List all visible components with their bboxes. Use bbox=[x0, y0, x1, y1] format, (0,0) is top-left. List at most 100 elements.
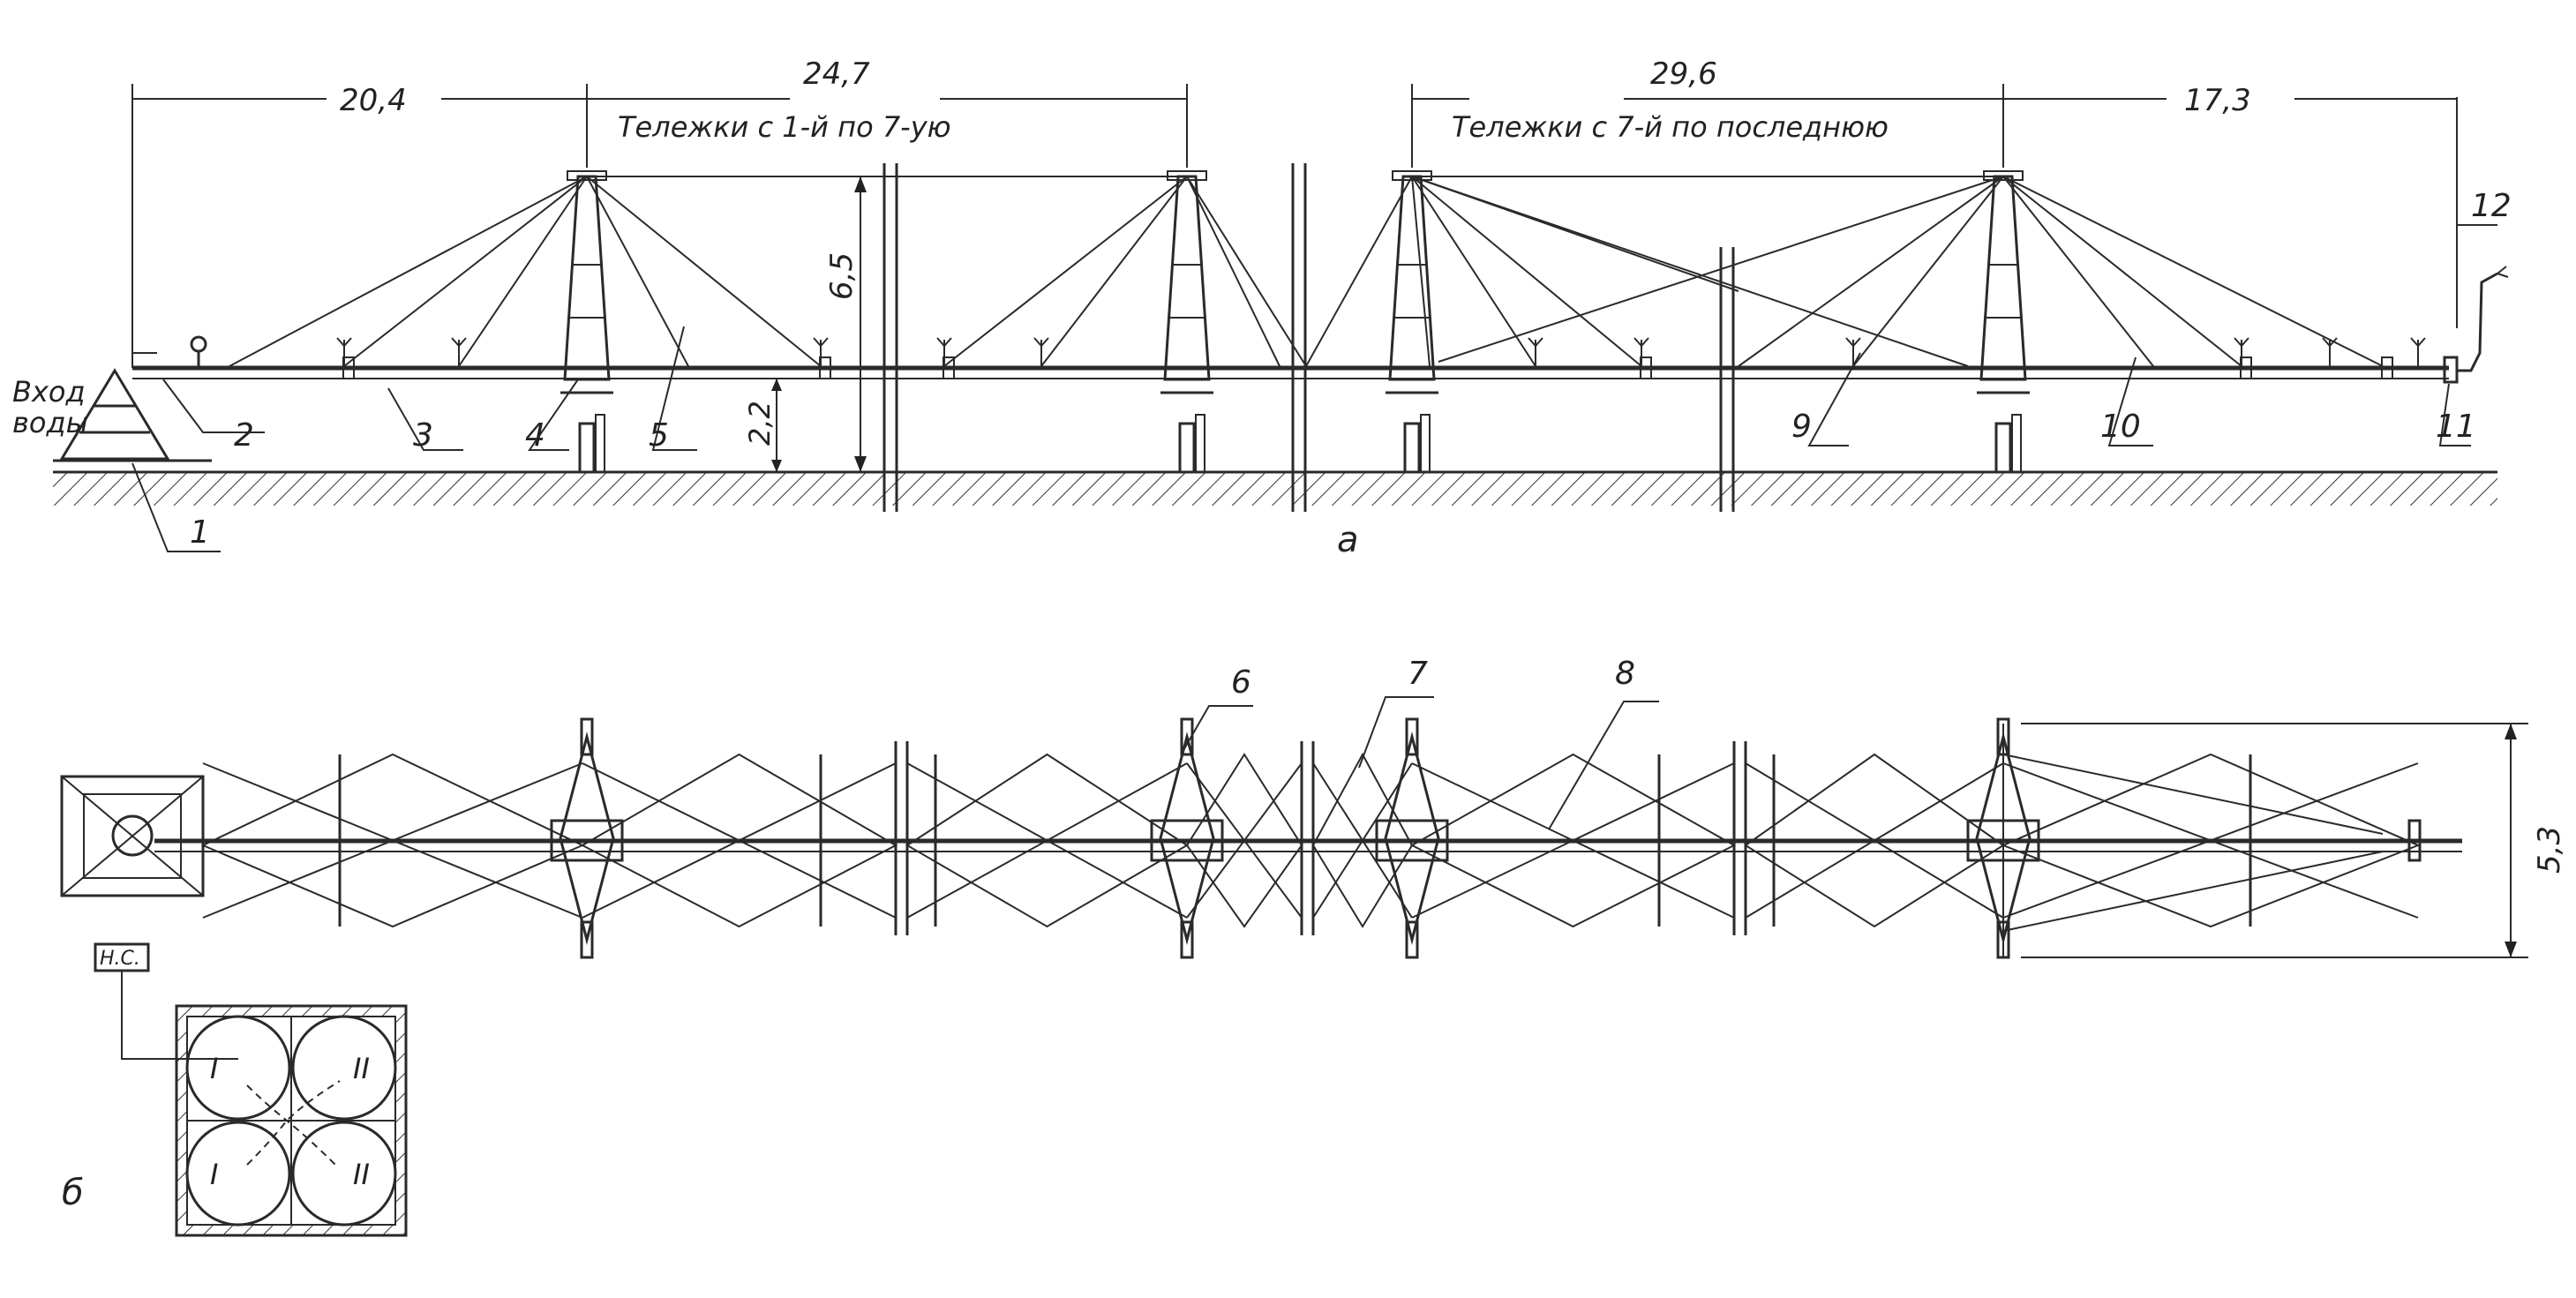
zone-circle-1 bbox=[185, 1015, 291, 1121]
truss-outline bbox=[580, 753, 898, 928]
plan-cart-3 bbox=[1375, 717, 1449, 959]
guy-cable bbox=[1186, 176, 1280, 367]
nozzle-head bbox=[1845, 337, 1861, 348]
cart-hub bbox=[550, 819, 624, 862]
zone-circle-3 bbox=[185, 1121, 291, 1227]
tower-wheel bbox=[1178, 422, 1196, 474]
truss-outline bbox=[1409, 753, 1737, 928]
cart-wheel bbox=[1180, 717, 1194, 756]
plan-end-cap bbox=[2407, 819, 2422, 862]
guy-cable bbox=[1411, 176, 1536, 367]
truss-outline bbox=[2001, 753, 2421, 928]
callout-10: 10 bbox=[2100, 409, 2141, 445]
pipe-coupling bbox=[2240, 356, 2252, 379]
callout-2: 2 bbox=[234, 417, 254, 454]
truss-diagonal bbox=[1312, 762, 1413, 919]
tower-frame bbox=[1979, 175, 2027, 381]
detail-b bbox=[94, 942, 408, 1237]
pipe-coupling bbox=[943, 356, 955, 379]
guy-cable bbox=[2002, 176, 2384, 367]
guy-cable bbox=[943, 176, 1188, 367]
callout-5: 5 bbox=[649, 417, 669, 454]
guy-cable bbox=[1040, 176, 1188, 367]
tower-leg bbox=[595, 414, 605, 473]
truss-diagonal bbox=[2002, 762, 2419, 919]
guy-cable bbox=[229, 176, 588, 367]
tower-leg bbox=[1420, 414, 1431, 473]
cart-wheel bbox=[580, 920, 594, 959]
part-label-a: а bbox=[1337, 520, 1359, 560]
plan-carts bbox=[550, 717, 2384, 959]
tower-2 bbox=[1160, 170, 1213, 474]
cart-frame bbox=[1384, 732, 1440, 945]
plan-cart-1 bbox=[550, 717, 624, 959]
pipe-coupling bbox=[342, 356, 355, 379]
width-dimension bbox=[2021, 723, 2528, 958]
truss-diagonal bbox=[202, 762, 583, 919]
plan-pivot bbox=[60, 775, 205, 897]
guy-cable bbox=[2002, 176, 2154, 367]
zone-label-4: II bbox=[353, 1158, 370, 1191]
labels: 20,4 24,7 29,6 17,3 Тележки с 1-й по 7-у… bbox=[12, 56, 2567, 1213]
cables-group bbox=[229, 176, 2384, 367]
sprinkler-nozzle bbox=[1033, 337, 1049, 368]
overhang-truss bbox=[2002, 754, 2384, 932]
cart-wheel bbox=[1180, 920, 1194, 959]
pipe-coupling bbox=[819, 356, 831, 379]
station-leader bbox=[121, 971, 238, 1060]
sprinkler-nozzle bbox=[2410, 337, 2426, 368]
zone-label-2: II bbox=[353, 1052, 370, 1085]
callout-1: 1 bbox=[190, 514, 210, 551]
guy-cable bbox=[1186, 176, 1307, 367]
callout-8: 8 bbox=[1615, 656, 1635, 692]
nozzle-head bbox=[336, 337, 352, 348]
dim-17-3: 17,3 bbox=[2184, 83, 2251, 118]
dim-29-6: 29,6 bbox=[1650, 56, 1717, 92]
movement-path bbox=[246, 1080, 341, 1166]
note-carts-first: Тележки с 1-й по 7-ую bbox=[618, 110, 951, 144]
nozzle-head bbox=[1633, 337, 1649, 348]
cart-wheel bbox=[1405, 920, 1419, 959]
zone-label-1: I bbox=[210, 1052, 218, 1085]
pipe-coupling bbox=[1640, 356, 1652, 379]
plan-truss-2 bbox=[580, 753, 898, 928]
cross-cable bbox=[1438, 176, 2004, 363]
plan-truss-6 bbox=[1409, 753, 1737, 928]
cross-cable bbox=[1411, 176, 1739, 292]
guy-cable bbox=[586, 176, 822, 367]
plan-truss-4 bbox=[1185, 753, 1303, 928]
guy-cable bbox=[343, 176, 588, 367]
tower-wheel bbox=[1994, 422, 2012, 474]
nozzle-head bbox=[2234, 337, 2249, 348]
pipe-coupling bbox=[2381, 356, 2393, 379]
dim-width: 5,3 bbox=[2532, 826, 2567, 874]
cart-frame bbox=[1159, 732, 1215, 945]
nozzle-head bbox=[813, 337, 829, 348]
cart-hub bbox=[1375, 819, 1449, 862]
callout-9: 9 bbox=[1791, 409, 1812, 445]
nozzles-group bbox=[336, 337, 2426, 379]
tower-frame bbox=[1163, 175, 1211, 381]
tower-3 bbox=[1386, 170, 1438, 474]
top-dimension-line bbox=[131, 84, 2457, 362]
guy-cable bbox=[1411, 176, 1431, 367]
nozzle-head bbox=[451, 337, 467, 348]
truss-diagonal bbox=[1411, 762, 1735, 919]
guy-cable bbox=[2002, 176, 2242, 367]
leaders-side bbox=[131, 224, 2497, 552]
tower-leg bbox=[2011, 414, 2022, 473]
station-label: Н.С. bbox=[100, 948, 140, 970]
guy-cable bbox=[1852, 176, 2004, 367]
callout-11: 11 bbox=[2436, 409, 2476, 445]
cart-frame bbox=[559, 732, 615, 945]
truss-diagonal bbox=[1186, 762, 1303, 919]
tower-wheel bbox=[578, 422, 596, 474]
dim-pipe-height: 2,2 bbox=[743, 401, 777, 446]
nozzle-head bbox=[1528, 337, 1543, 348]
truss-outline bbox=[1185, 753, 1303, 928]
callout-12: 12 bbox=[2471, 188, 2512, 224]
water-inlet-line2: воды bbox=[12, 406, 88, 439]
guy-cable bbox=[458, 176, 588, 367]
